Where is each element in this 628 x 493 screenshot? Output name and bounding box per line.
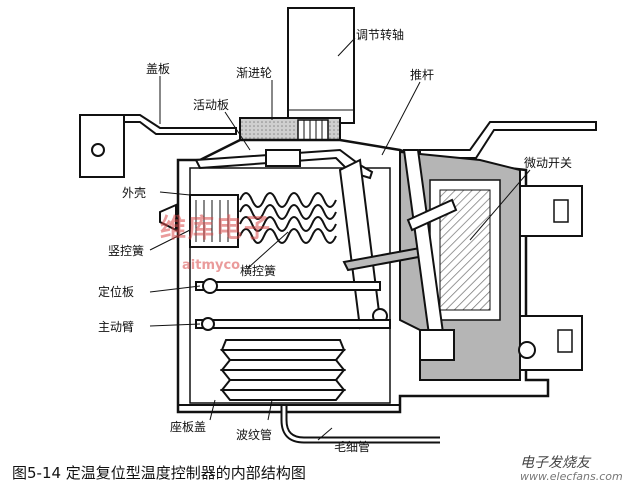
terminal-upper: [519, 185, 583, 237]
label-vertical-spring: 竖控簧: [108, 244, 145, 258]
label-base-cover: 座板盖: [170, 420, 207, 434]
watermark-url: aitmyco: [182, 258, 241, 273]
footer-url: www.elecfans.com: [520, 470, 623, 483]
bellows-shape: [219, 339, 347, 401]
housing-outline: [176, 138, 550, 414]
label-horizontal-spring: 横控簧: [240, 264, 277, 278]
label-drive-arm: 主动臂: [98, 320, 135, 334]
adjust-shaft: [287, 7, 355, 124]
label-positioning-plate: 定位板: [98, 285, 135, 299]
figure-caption: 图5-14 定温复位型温度控制器的内部结构图: [12, 464, 306, 482]
drive-arm-shape: [195, 319, 391, 329]
lever: [338, 158, 382, 330]
right-bracket: [419, 121, 597, 159]
label-push-rod: 推杆: [410, 68, 435, 82]
positioning-plate-shape: [195, 281, 381, 291]
movable-plate-shape: [194, 148, 374, 180]
label-micro-switch: 微动开关: [524, 156, 573, 170]
vertical-spring-block: [189, 194, 239, 248]
horizontal-spring: [239, 192, 337, 244]
label-capillary: 毛细管: [334, 440, 371, 454]
label-cover-plate: 盖板: [146, 62, 171, 76]
label-gradual-wheel: 渐进轮: [236, 66, 273, 80]
label-housing: 外壳: [122, 186, 147, 200]
inner-wall: [189, 167, 391, 404]
label-bellows: 波纹管: [236, 428, 273, 442]
label-movable-plate: 活动板: [193, 98, 230, 112]
label-shaft: 调节转轴: [356, 28, 405, 42]
watermark-logo: 维库电子: [160, 214, 273, 244]
footer-brand: 电子发烧友: [520, 455, 590, 471]
leader-lines: [149, 37, 531, 441]
capillary-tube: [280, 404, 440, 444]
